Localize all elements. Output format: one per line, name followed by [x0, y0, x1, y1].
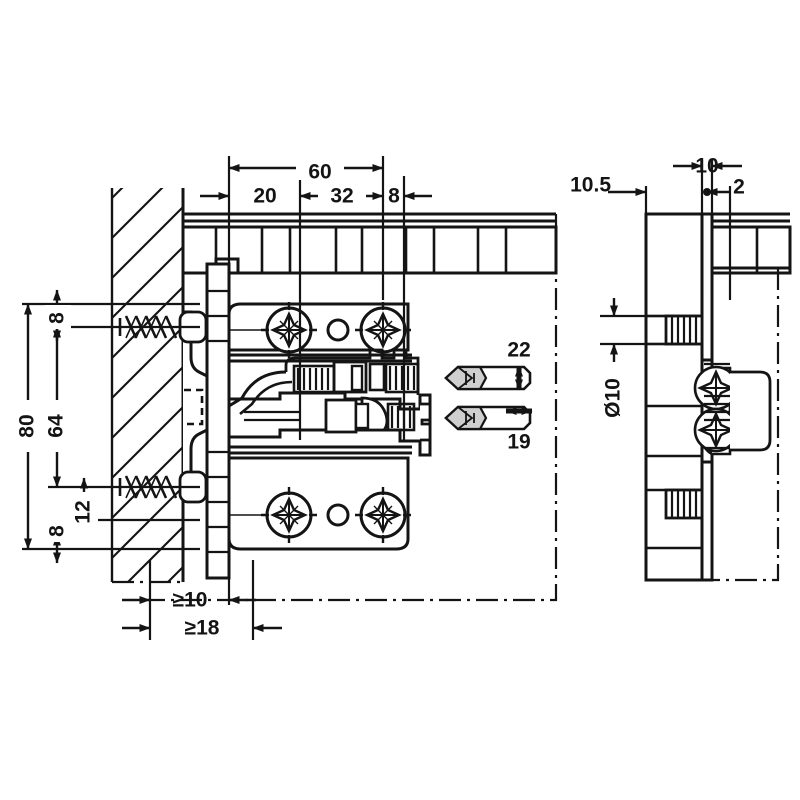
tool-callouts: 22 19: [444, 339, 533, 454]
dimension-group-top-right: 10 2 10.5: [570, 155, 745, 300]
threaded-dowel-lower: [664, 488, 704, 520]
callout-22-label: 22: [507, 339, 530, 362]
dimension-min10-label: ≥10: [173, 589, 208, 612]
dimension-group-dia10: Ø10: [600, 298, 680, 418]
plate-hole-lower: [326, 503, 350, 527]
left-front-view: [110, 188, 558, 602]
right-section-view: [644, 212, 792, 582]
dimension-12-label: 12: [72, 500, 95, 523]
top-shelf-rail: [181, 212, 558, 275]
dimension-8-top-label: 8: [388, 185, 400, 208]
dimension-60-label: 60: [308, 161, 331, 184]
wall-hatching: [112, 188, 183, 582]
dimension-group-left-vertical: 80 64 8 8 12: [14, 289, 200, 564]
dimension-32-label: 32: [330, 185, 353, 208]
dimension-group-top-left: 60 20 32 8: [200, 154, 432, 440]
dimension-64-label: 64: [45, 414, 68, 438]
callout-19-label: 19: [507, 431, 530, 454]
left-view-break-line: [150, 214, 558, 602]
threaded-dowel-upper: [664, 314, 704, 346]
dimension-20-label: 20: [253, 185, 276, 208]
dimension-10-5-label: 10.5: [570, 174, 611, 197]
right-view-break-line: [646, 268, 780, 582]
dimension-group-bottom: ≥10 ≥18: [122, 560, 282, 640]
mounting-plate-profile: [178, 310, 209, 504]
dimension-8-upper-label: 8: [46, 312, 69, 324]
dimension-10-label: 10: [695, 155, 718, 178]
dimension-dia10-label: Ø10: [602, 378, 625, 418]
dimension-80-label: 80: [16, 414, 39, 437]
mounting-strip: [205, 262, 231, 580]
right-hinge-section: [693, 358, 772, 464]
hinge-lower-plate: [227, 445, 413, 551]
hinge-mechanism: [227, 348, 432, 457]
dimension-2-label: 2: [733, 176, 745, 199]
dimension-min18-label: ≥18: [185, 617, 220, 640]
dimension-8-lower-label: 8: [46, 525, 69, 537]
plate-hole-upper: [326, 318, 350, 342]
